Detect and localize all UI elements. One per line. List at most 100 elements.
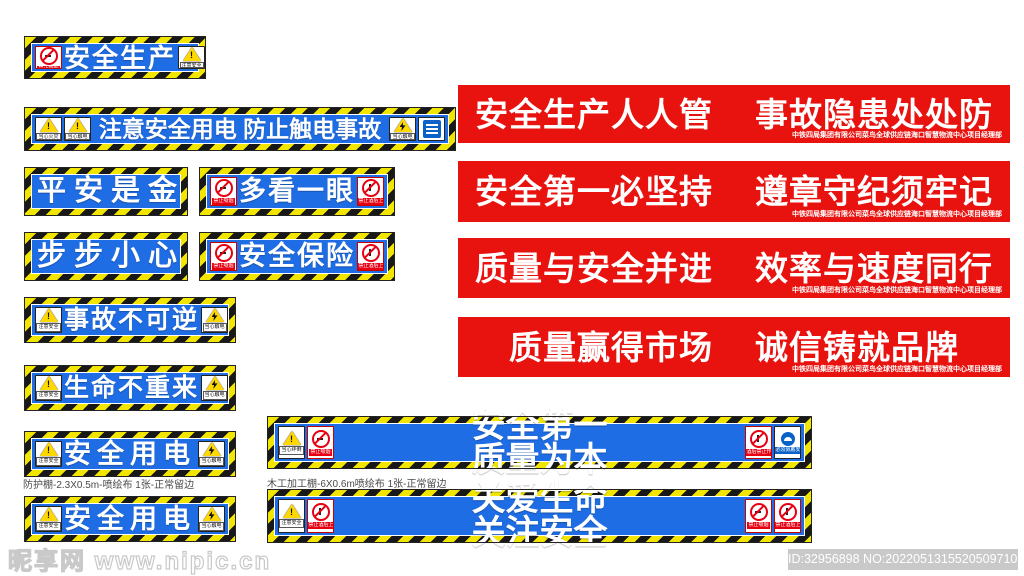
sign-label: 禁止吸烟: [212, 197, 235, 205]
sign-label: 酒后禁止作业: [746, 448, 772, 456]
no-alcohol-icon: 禁止酒后上岗: [307, 499, 334, 533]
sign-label: 当心绊倒: [279, 445, 304, 455]
company-subtext: 中铁四局集团有限公司菜鸟全球供应链海口智慧物流中心项目经理部: [792, 211, 1002, 218]
banner-electric-safety-2: !注意安全安全用电当心触电: [24, 496, 236, 542]
image-id-badge: ID:32956898 NO:20220513155205097109: [788, 549, 1024, 570]
company-subtext: 中铁四局集团有限公司菜鸟全球供应链海口智慧物流中心项目经理部: [792, 132, 1002, 139]
warning-electric-icon: 当心触电: [201, 307, 229, 333]
sign-label: 当心触电: [202, 391, 227, 400]
warning-icon: !注意安全: [278, 499, 305, 533]
right-icon-group: 禁止吸烟禁止酒后上岗: [745, 497, 801, 535]
sign-label: 必须佩戴安全帽: [775, 446, 801, 454]
right-icon-group: 当心触电: [389, 115, 445, 143]
banner-slogan-text: 生命不重来: [64, 373, 200, 402]
no-smoking-icon: 禁止吸烟: [307, 426, 334, 459]
sign-label: 禁止酒后上岗: [308, 522, 334, 529]
red-slogan-text: 安全生产人人管事故隐患处处防: [475, 95, 993, 133]
banner-safety-first-quality-foremost: !当心绊倒禁止吸烟安全第一质量为本酒后禁止作业必须佩戴安全帽: [267, 409, 812, 477]
banner-life-no-second-chance: !注意安全生命不重来当心触电: [24, 365, 236, 411]
left-icon-group: 禁止吸烟: [210, 240, 237, 273]
company-subtext: 中铁四局集团有限公司菜鸟全球供应链海口智慧物流中心项目经理部: [792, 287, 1002, 294]
red-banner-safety-first-persist: 安全第一必坚持遵章守纪须牢记中铁四局集团有限公司菜鸟全球供应链海口智慧物流中心项…: [458, 161, 1010, 222]
banner-step-carefully: 步步小心: [24, 232, 188, 281]
warning-icon: !当心绊倒: [278, 426, 305, 459]
info-blue-icon: [418, 117, 445, 141]
sign-label: 注意安全: [179, 62, 204, 68]
left-icon-group: !注意安全: [35, 305, 62, 335]
no-smoking-icon: 禁止吸烟: [745, 499, 772, 533]
banner-look-once-more: 禁止吸烟多看一眼禁止酒后上岗: [199, 167, 395, 216]
sign-label: 当心触电: [199, 457, 224, 466]
sign-label: 当心触电: [65, 133, 90, 140]
warning-icon: !注意安全: [35, 307, 62, 333]
sign-label: 禁止酒后上岗: [358, 262, 384, 270]
banner-slogan-text: 安全第一质量为本: [471, 406, 608, 479]
sign-label: 当心触电: [199, 522, 224, 531]
left-icon-group: 禁止吸烟: [210, 175, 237, 208]
banner-safety-insurance: 禁止吸烟安全保险禁止酒后上岗: [199, 232, 395, 281]
sign-label: 当心触电: [390, 133, 415, 140]
no-alcohol-icon: 酒后禁止作业: [745, 426, 772, 459]
banner-slogan-text: 注意安全用电 防止触电事故: [98, 115, 382, 142]
banner-accident-irreversible: !注意安全事故不可逆当心触电: [24, 297, 236, 343]
red-banner-everyone-manages-safety: 安全生产人人管事故隐患处处防中铁四局集团有限公司菜鸟全球供应链海口智慧物流中心项…: [458, 85, 1010, 143]
red-banner-quality-wins-market: 质量赢得市场诚信铸就品牌中铁四局集团有限公司菜鸟全球供应链海口智慧物流中心项目经…: [458, 317, 1010, 377]
no-smoking-icon: 禁止吸烟: [210, 242, 237, 271]
banner-slogan-text: 事故不可逆: [64, 305, 200, 334]
left-icon-group: !注意安全: [35, 373, 62, 403]
red-banner-quality-safety-together: 质量与安全并进效率与速度同行中铁四局集团有限公司菜鸟全球供应链海口智慧物流中心项…: [458, 238, 1010, 298]
left-icon-group: !当心火灾!当心触电: [35, 115, 91, 143]
sign-label: 禁止吸烟: [212, 262, 235, 270]
no-smoking-icon: 禁止吸烟: [35, 46, 62, 69]
no-alcohol-icon: 禁止酒后上岗: [357, 177, 384, 206]
red-slogan-text: 安全第一必坚持遵章守纪须牢记: [475, 173, 993, 210]
banner-electric-safety-notice: !当心火灾!当心触电注意安全用电 防止触电事故当心触电: [24, 107, 456, 151]
sign-label: 禁止吸烟: [309, 448, 332, 456]
banner-slogan-text: 安全生产: [64, 42, 177, 73]
sign-label: 禁止吸烟: [37, 66, 60, 68]
banner-slogan-text: 安全用电: [64, 503, 196, 534]
sign-label: 注意安全: [279, 519, 304, 528]
sign-label: 注意安全: [36, 391, 61, 400]
caption-woodwork-shed-spec: 木工加工棚-6X0.6m喷绘布 1张-正常留边: [267, 479, 447, 490]
banner-slogan-text: 关爱生命关注安全: [471, 480, 608, 552]
right-icon-group: 酒后禁止作业必须佩戴安全帽: [745, 424, 801, 461]
sign-label: 禁止酒后上岗: [358, 197, 384, 205]
warning-icon: !当心触电: [64, 117, 91, 141]
sign-label: 注意安全: [36, 457, 61, 466]
warning-icon: !当心火灾: [35, 117, 62, 141]
right-icon-group: 当心触电: [201, 305, 229, 335]
sign-label: 当心火灾: [36, 133, 61, 140]
company-subtext: 中铁四局集团有限公司菜鸟全球供应链海口智慧物流中心项目经理部: [792, 366, 1002, 373]
left-icon-group: !当心绊倒禁止吸烟: [278, 424, 334, 461]
mandatory-blue-icon: 必须佩戴安全帽: [774, 426, 801, 459]
sign-label: 禁止吸烟: [747, 522, 770, 529]
left-icon-group: 禁止吸烟: [35, 44, 62, 71]
no-alcohol-icon: 禁止酒后上岗: [357, 242, 384, 271]
right-icon-group: 禁止酒后上岗: [357, 240, 384, 273]
banner-slogan-text: 平安是金: [37, 175, 186, 207]
banner-peace-is-gold: 平安是金: [24, 167, 188, 216]
sign-label: 注意安全: [36, 323, 61, 332]
sign-label: 禁止酒后上岗: [775, 522, 801, 529]
warning-icon: !注意安全: [35, 375, 62, 401]
warning-icon: !注意安全: [35, 441, 62, 467]
banner-slogan-text: 多看一眼: [239, 176, 355, 206]
red-slogan-text: 质量与安全并进效率与速度同行: [475, 249, 993, 287]
right-icon-group: 当心触电: [201, 373, 229, 403]
no-alcohol-icon: 禁止酒后上岗: [774, 499, 801, 533]
banner-slogan-text: 安全保险: [239, 241, 355, 271]
no-smoking-icon: 禁止吸烟: [210, 177, 237, 206]
banner-slogan-text: 安全用电: [64, 438, 196, 469]
warning-electric-icon: 当心触电: [389, 117, 416, 141]
left-icon-group: !注意安全: [35, 439, 62, 469]
warning-electric-icon: 当心触电: [198, 506, 225, 532]
red-slogan-text: 质量赢得市场诚信铸就品牌: [509, 328, 959, 366]
banner-slogan-text: 步步小心: [37, 240, 186, 272]
nipic-watermark: 昵享网 www.nipic.cn: [7, 547, 272, 575]
warning-electric-icon: 当心触电: [201, 375, 229, 401]
banner-electric-safety-1: !注意安全安全用电当心触电: [24, 431, 236, 477]
sign-label: 注意安全: [36, 522, 61, 531]
caption-protective-shed-spec: 防护棚-2.3X0.5m-喷绘布 1张-正常留边: [23, 480, 195, 491]
